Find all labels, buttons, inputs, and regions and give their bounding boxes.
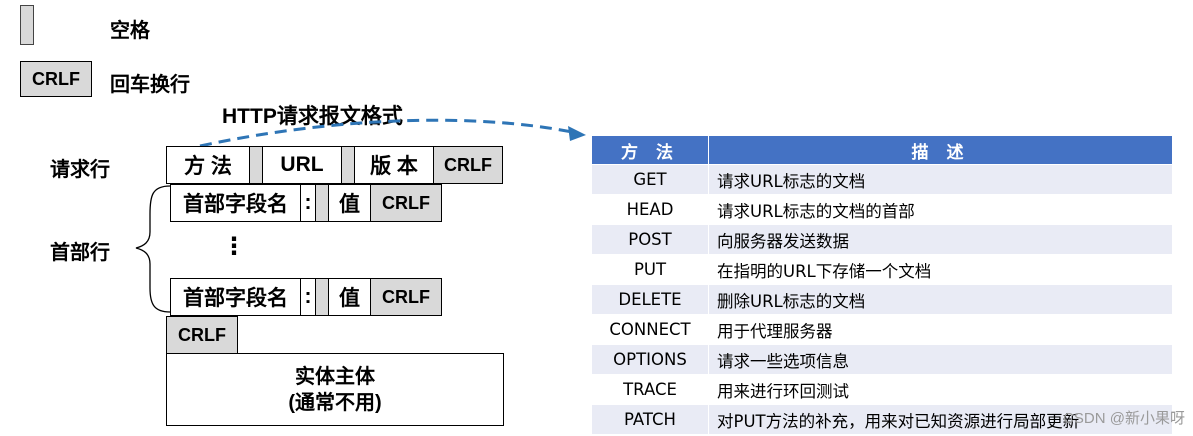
crlf-cell: CRLF <box>370 278 442 316</box>
crlf-cell: CRLF <box>370 184 442 222</box>
crlf-legend-label: 回车换行 <box>110 74 190 96</box>
header-brace <box>135 185 171 313</box>
space-legend-label: 空格 <box>110 20 150 42</box>
header-field-name: 首部字段名 <box>170 184 301 222</box>
method-name: DELETE <box>591 284 709 315</box>
dashed-arrow <box>199 118 573 148</box>
header-lines-label: 首部行 <box>50 242 110 264</box>
method-name: GET <box>591 164 709 195</box>
method-description: 对PUT方法的补充，用来对已知资源进行局部更新 <box>708 404 1173 435</box>
ellipsis: ⋮ <box>222 233 246 260</box>
method-description: 删除URL标志的文档 <box>708 284 1173 315</box>
method-name: POST <box>591 224 709 255</box>
header-field-name: 首部字段名 <box>170 278 301 316</box>
entity-body-box: 实体主体 (通常不用) <box>166 353 504 426</box>
colon-cell: : <box>300 184 316 222</box>
method-name: PUT <box>591 254 709 285</box>
header-value: 值 <box>328 278 371 316</box>
request-line-label: 请求行 <box>50 159 110 181</box>
colon-cell: : <box>300 278 316 316</box>
method-cell: 方 法 <box>166 146 250 184</box>
blank-line-crlf: CRLF <box>166 316 238 354</box>
method-name: HEAD <box>591 194 709 225</box>
column-header-description: 描 述 <box>708 135 1173 165</box>
table-header-row: 方 法 描 述 <box>591 135 1173 165</box>
method-description: 请求URL标志的文档 <box>708 164 1173 195</box>
method-description: 在指明的URL下存储一个文档 <box>708 254 1173 285</box>
method-name: PATCH <box>591 404 709 435</box>
method-name: TRACE <box>591 374 709 405</box>
space-legend-swatch <box>20 5 34 45</box>
column-header-method: 方 法 <box>591 135 709 165</box>
method-name: CONNECT <box>591 314 709 345</box>
space-cell <box>341 146 355 184</box>
method-description: 请求URL标志的文档的首部 <box>708 194 1173 225</box>
method-description: 用于代理服务器 <box>708 314 1173 345</box>
method-description: 请求一些选项信息 <box>708 344 1173 375</box>
crlf-cell: CRLF <box>433 146 503 184</box>
method-description: 向服务器发送数据 <box>708 224 1173 255</box>
arrow-head <box>568 126 586 141</box>
entity-body-note: (通常不用) <box>288 391 382 414</box>
method-description: 用来进行环回测试 <box>708 374 1173 405</box>
crlf-legend-box: CRLF <box>20 61 92 97</box>
space-cell <box>249 146 263 184</box>
entity-body-label: 实体主体 <box>295 365 375 388</box>
url-cell: URL <box>262 146 342 184</box>
space-cell <box>315 184 329 222</box>
space-cell <box>315 278 329 316</box>
method-name: OPTIONS <box>591 344 709 375</box>
watermark: CSDN @新小果呀 <box>1063 410 1185 427</box>
version-cell: 版 本 <box>354 146 434 184</box>
header-value: 值 <box>328 184 371 222</box>
